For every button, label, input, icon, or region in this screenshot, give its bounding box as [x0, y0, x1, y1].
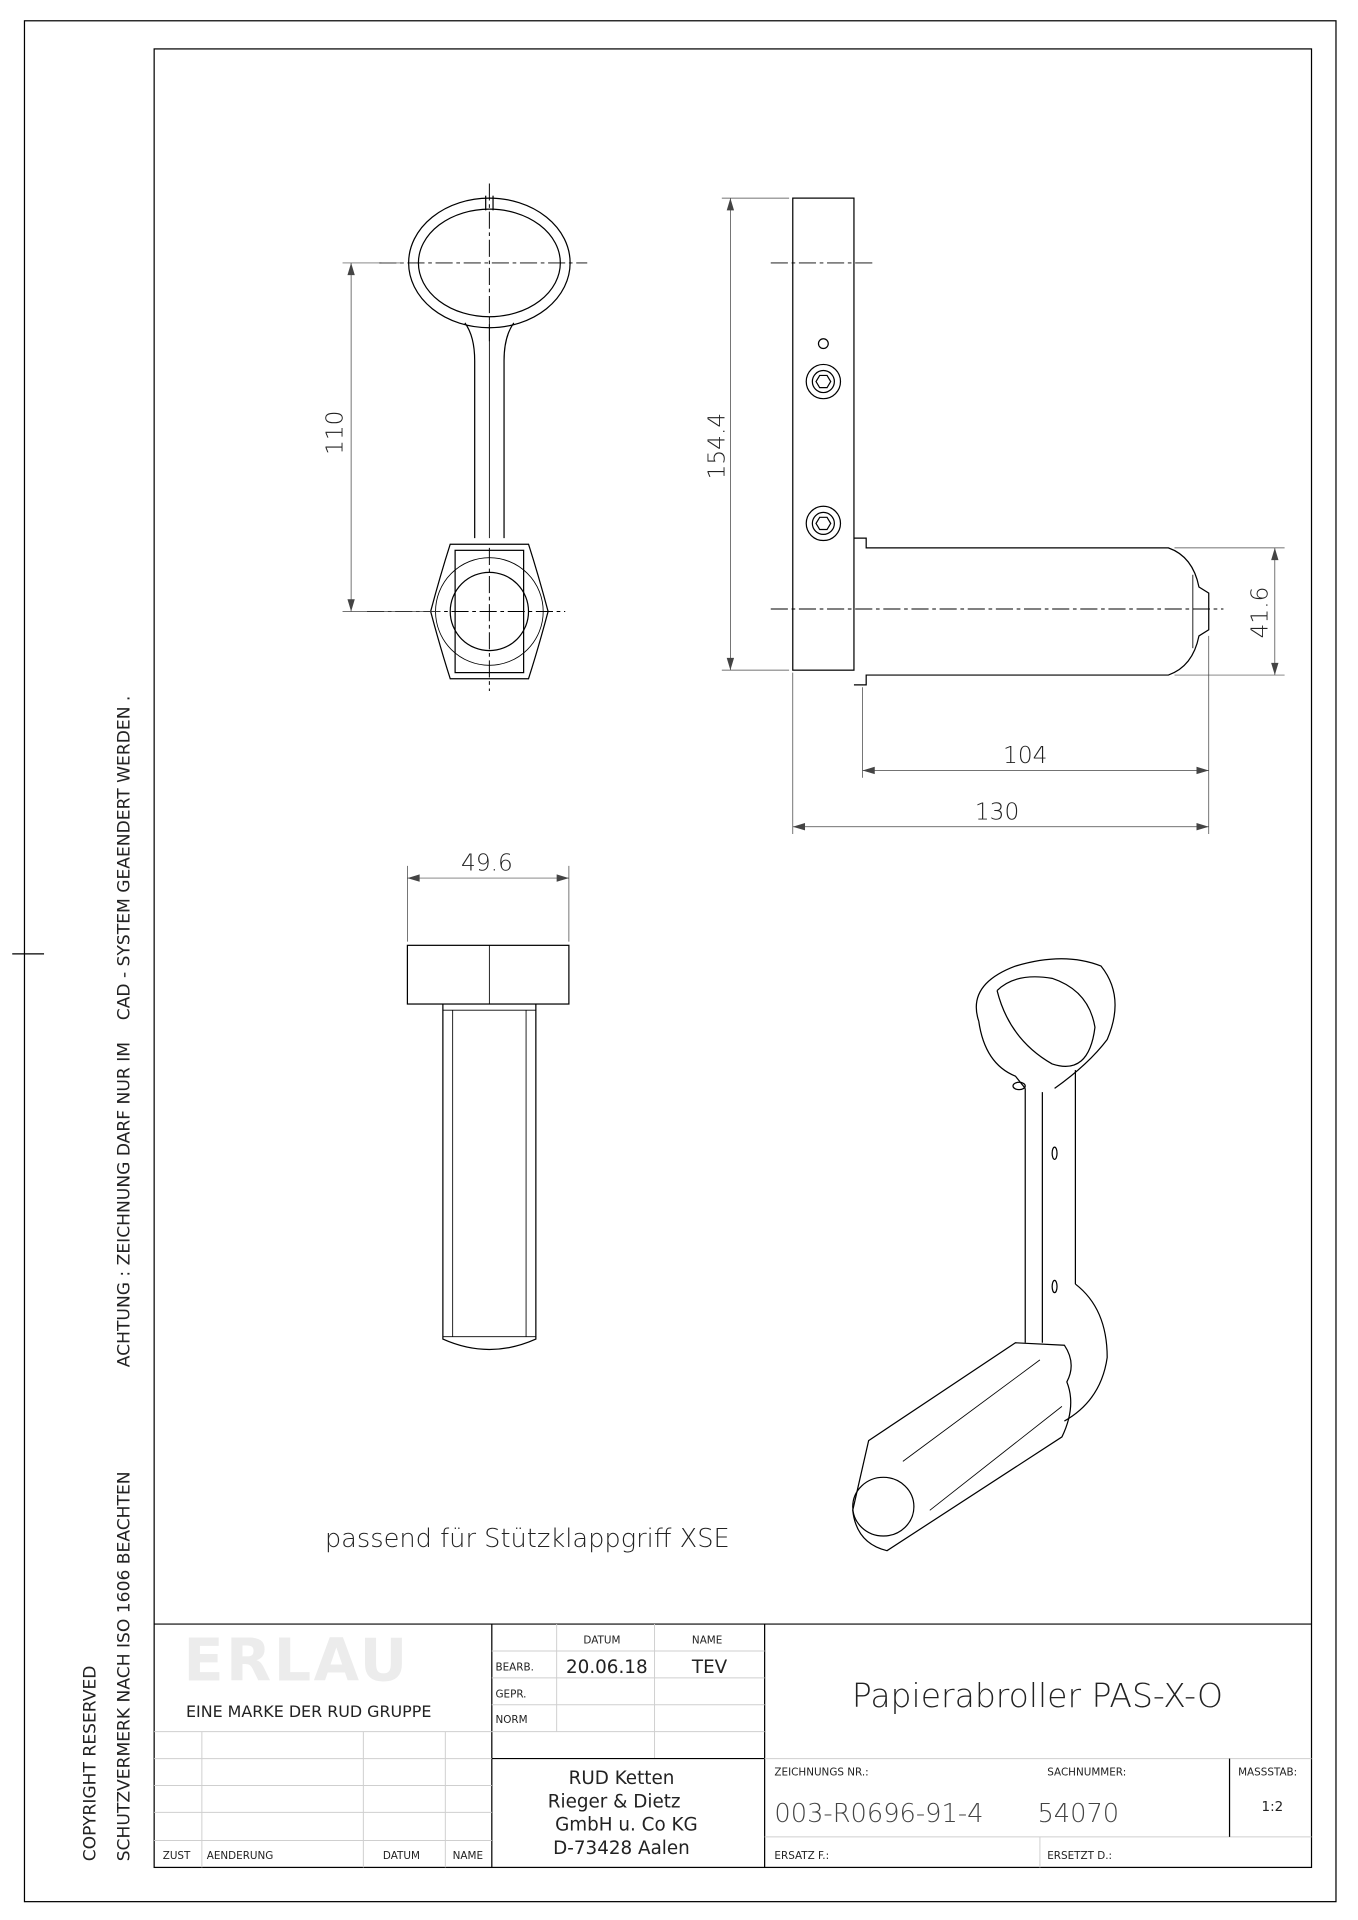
dimension-110: 110	[322, 411, 349, 455]
approval-label-gepr: GEPR.	[495, 1688, 526, 1700]
drawing-title: Papierabroller PAS-X-O	[852, 1676, 1223, 1715]
approval-label-bearb: BEARB.	[495, 1662, 533, 1674]
outer-frame	[23, 20, 1337, 1903]
dimension-49-6: 49.6	[461, 850, 513, 877]
rev-header-name: NAME	[453, 1850, 483, 1862]
replaced-by-label: ERSETZT D.:	[1047, 1850, 1112, 1862]
brand-tagline: EINE MARKE DER RUD GRUPPE	[186, 1702, 431, 1721]
scale-value: 1:2	[1262, 1800, 1284, 1815]
cad-warning-note: ACHTUNG : ZEICHNUNG DARF NUR IM CAD - SY…	[115, 696, 135, 1368]
dimension-41-6: 41.6	[1246, 587, 1273, 639]
replaces-label: ERSATZ F.:	[774, 1850, 829, 1862]
approval-header-name: NAME	[692, 1635, 722, 1647]
drawing-number: 003-R0696-91-4	[774, 1799, 983, 1829]
front-view: 110	[322, 183, 588, 691]
rev-header-change: AENDERUNG	[207, 1850, 274, 1862]
fitting-note: passend für Stützklappgriff XSE	[325, 1524, 730, 1554]
company-line-4: D-73428 Aalen	[553, 1838, 690, 1859]
title-block: ERLAU EINE MARKE DER RUD GRUPPE ZUST AEN…	[154, 1623, 1312, 1868]
side-view: 154.4 41.6 104 130	[703, 197, 1285, 835]
approval-label-norm: NORM	[495, 1714, 527, 1726]
approval-header-date: DATUM	[583, 1635, 620, 1647]
isometric-view	[852, 958, 1116, 1552]
dimension-130: 130	[975, 798, 1019, 825]
dimension-104: 104	[1003, 742, 1047, 769]
part-number-label: SACHNUMMER:	[1047, 1767, 1126, 1779]
company-line-2: Rieger & Dietz	[548, 1791, 681, 1812]
approval-date-bearb: 20.06.18	[566, 1657, 648, 1678]
company-line-3: GmbH u. Co KG	[555, 1815, 698, 1836]
scale-label: MASSSTAB:	[1238, 1767, 1297, 1779]
drawing-number-label: ZEICHNUNGS NR.:	[774, 1767, 868, 1779]
company-line-1: RUD Ketten	[569, 1768, 675, 1789]
part-number: 54070	[1037, 1799, 1119, 1829]
erlau-logo: ERLAU	[184, 1626, 410, 1694]
copyright-note: COPYRIGHT RESERVED	[80, 1666, 100, 1862]
dimension-154-4: 154.4	[703, 413, 730, 480]
inner-frame	[153, 48, 1313, 1869]
top-view: 49.6	[406, 850, 570, 1351]
approval-name-bearb: TEV	[691, 1657, 728, 1678]
rev-header-zust: ZUST	[163, 1850, 191, 1862]
protection-note: SCHUTZVERMERK NACH ISO 1606 BEACHTEN	[115, 1471, 135, 1861]
rev-header-date: DATUM	[383, 1850, 420, 1862]
